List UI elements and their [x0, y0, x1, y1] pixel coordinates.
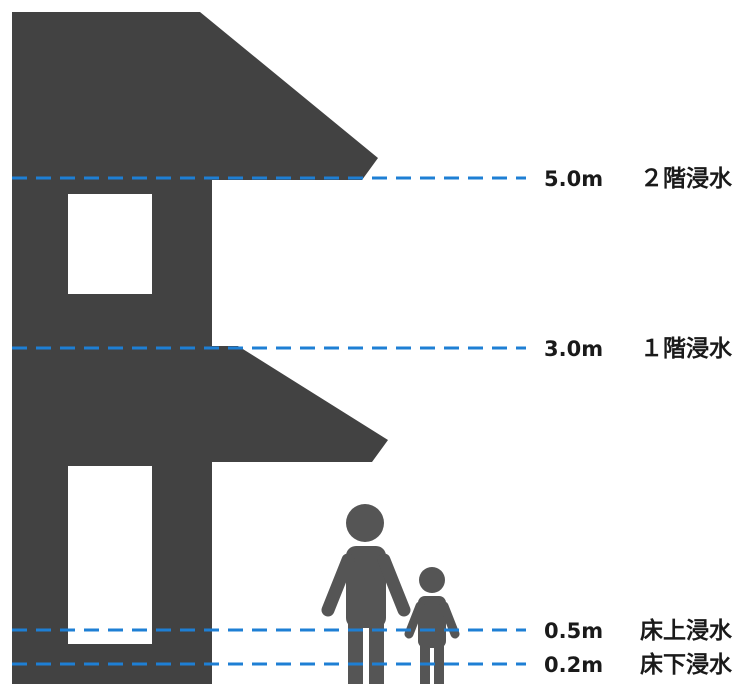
level-value-05m: 0.5m — [544, 619, 603, 643]
level-value-3m: 3.0m — [544, 337, 603, 361]
level-label-below-floor: 床下浸水 — [640, 651, 733, 678]
adult-person-icon — [321, 504, 411, 684]
lower-window — [68, 466, 152, 644]
level-value-02m: 0.2m — [544, 653, 603, 677]
level-label-2f-flood: ２階浸水 — [640, 166, 733, 192]
level-label-above-floor: 床上浸水 — [640, 617, 733, 644]
upper-floor-roof — [12, 12, 378, 348]
house-silhouette-icon — [12, 12, 388, 684]
child-person-icon — [404, 567, 460, 684]
level-value-5m: 5.0m — [544, 167, 603, 191]
upper-window — [68, 194, 152, 294]
level-label-1f-flood: １階浸水 — [640, 336, 733, 362]
